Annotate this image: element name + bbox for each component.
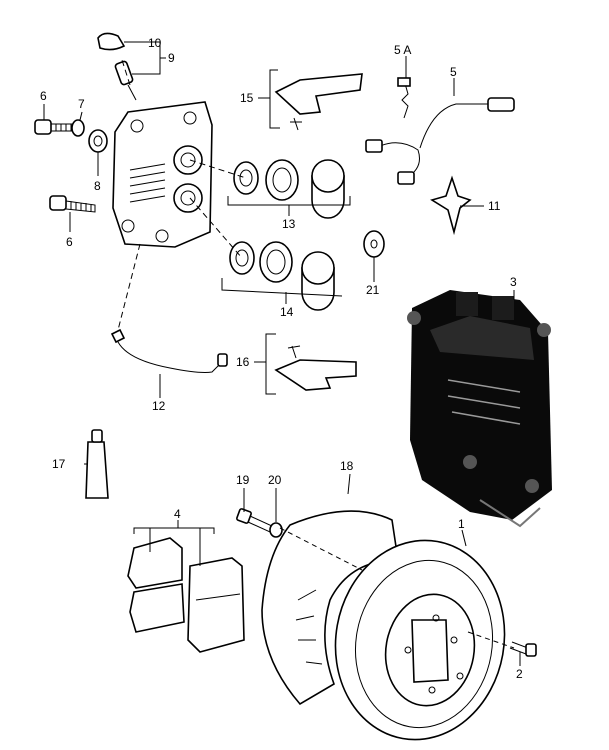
callout-20: 20	[268, 473, 282, 487]
callout-13: 13	[282, 217, 296, 231]
callout-4: 4	[174, 507, 181, 521]
callout-6-lower: 6	[66, 235, 73, 249]
brake-caliper-drawing	[97, 32, 213, 248]
bolt-19	[236, 508, 273, 533]
callout-15: 15	[240, 91, 254, 105]
callout-16: 16	[236, 355, 250, 369]
washer-20	[269, 522, 283, 538]
callout-12: 12	[152, 399, 166, 413]
washer-21	[363, 230, 385, 258]
callout-3: 3	[510, 275, 517, 289]
piston-set-14	[221, 241, 343, 311]
brake-pads-4	[127, 520, 245, 653]
callout-2: 2	[516, 667, 523, 681]
callout-5a: 5 A	[394, 43, 411, 57]
washer-7	[71, 119, 85, 137]
washer-8	[88, 129, 108, 153]
piston-set-13	[227, 159, 351, 219]
callout-9: 9	[168, 51, 175, 65]
callout-1: 1	[458, 517, 465, 531]
splash-guard-18	[261, 510, 399, 706]
callout-10: 10	[148, 36, 162, 50]
brake-caliper-assembly-3	[407, 290, 552, 528]
callout-17: 17	[52, 457, 66, 471]
spreader-spring-15	[258, 69, 363, 131]
brake-line-5	[365, 77, 515, 185]
callout-7: 7	[78, 97, 85, 111]
paste-tube-17	[85, 429, 109, 499]
disc-screw-2	[509, 641, 537, 657]
brake-hose-12	[110, 328, 228, 373]
callout-19: 19	[236, 473, 250, 487]
spreader-spring-16	[254, 333, 357, 395]
leader-lines	[43, 41, 521, 666]
callout-6-upper: 6	[40, 89, 47, 103]
callout-21: 21	[366, 283, 380, 297]
callout-5: 5	[450, 65, 457, 79]
callout-18: 18	[340, 459, 354, 473]
callout-labels: 10 9 6 7 8 6 15 5 A 5 11 13 21 3 14 16 1…	[40, 36, 523, 681]
callout-14: 14	[280, 305, 294, 319]
clip-11	[430, 175, 472, 236]
callout-8: 8	[94, 179, 101, 193]
caliper-bolt-lower	[49, 195, 96, 213]
brake-disc-1	[334, 539, 506, 741]
callout-11: 11	[488, 199, 501, 213]
